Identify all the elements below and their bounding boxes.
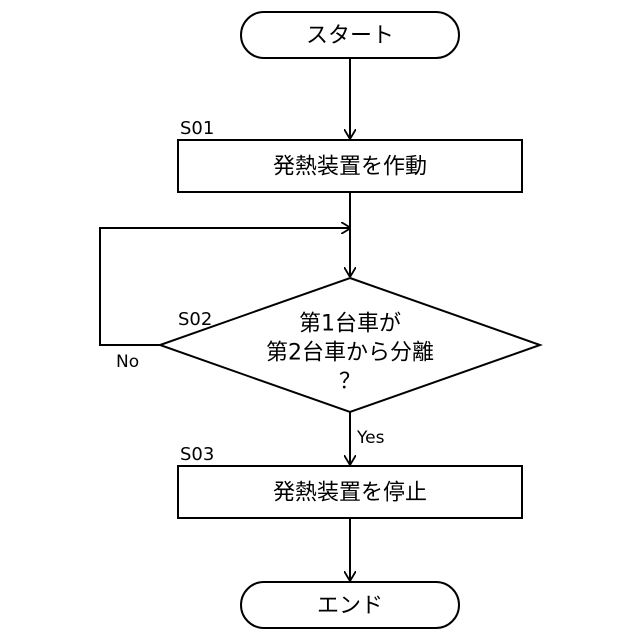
step-label-s03: S03 [180, 444, 214, 465]
step-label-s01: S01 [180, 118, 214, 139]
no-label: No [116, 352, 139, 372]
step-label-s02: S02 [178, 309, 212, 330]
process-s03: 発熱装置を停止 [178, 466, 522, 518]
start-label: スタート [306, 24, 394, 49]
decision-s02: 第1台車が 第2台車から分離 ？ [160, 278, 540, 412]
s02-line-2: 第2台車から分離 [266, 341, 434, 366]
end-terminal: エンド [241, 582, 459, 628]
process-s01: 発熱装置を作動 [178, 140, 522, 192]
yes-label: Yes [356, 428, 385, 448]
end-label: エンド [317, 594, 383, 619]
s02-line-1: 第1台車が [299, 312, 401, 337]
s02-line-3: ？ [339, 370, 361, 395]
start-terminal: スタート [241, 12, 459, 58]
s03-label: 発熱装置を停止 [273, 481, 427, 506]
s01-label: 発熱装置を作動 [273, 155, 427, 180]
